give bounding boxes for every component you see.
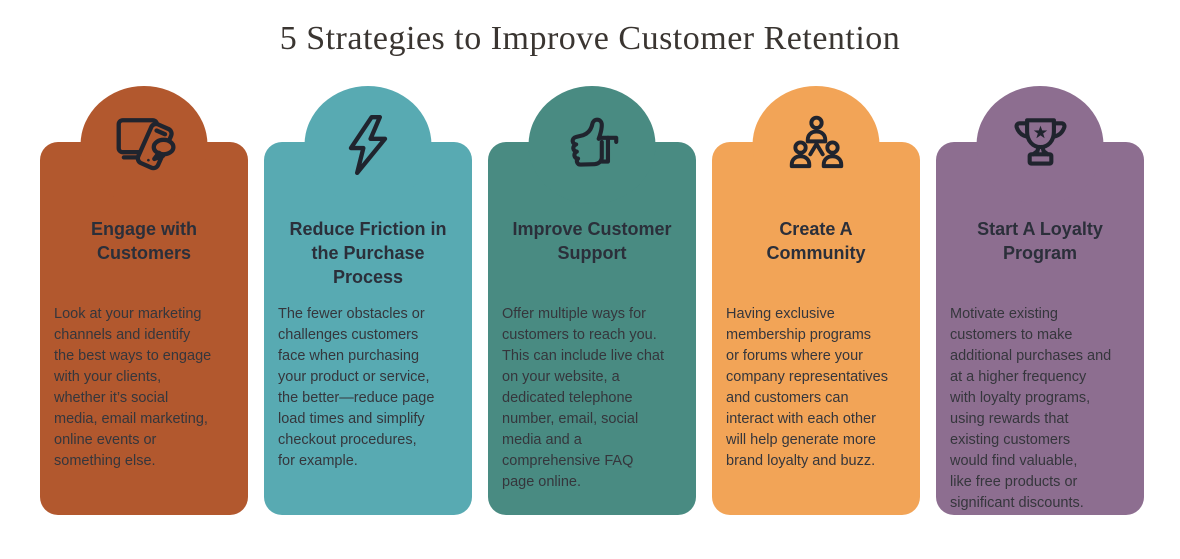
- icon-circle: [752, 86, 880, 204]
- card-heading: Improve Customer Support: [512, 219, 672, 263]
- card-create-community: Create A Community Having exclusive memb…: [712, 86, 920, 515]
- icon-circle: [304, 86, 432, 204]
- card-heading: Create A Community: [766, 219, 866, 263]
- icon-circle: [528, 86, 656, 204]
- community-icon: [789, 115, 843, 169]
- card-heading: Start A Loyalty Program: [977, 219, 1103, 263]
- thumbs-up-icon: [570, 117, 618, 167]
- strategy-cards-row: Engage with Customers Look at your marke…: [40, 86, 1144, 515]
- card-heading: Engage with Customers: [90, 219, 197, 263]
- infographic-title: 5 Strategies to Improve Customer Retenti…: [279, 20, 901, 57]
- card-body: Look at your marketing channels and iden…: [54, 306, 212, 469]
- card-body: Offer multiple ways for customers to rea…: [502, 306, 664, 490]
- card-engage-with-customers: Engage with Customers Look at your marke…: [40, 86, 248, 515]
- card-body: Motivate existing customers to make addi…: [950, 306, 1112, 511]
- card-improve-support: Improve Customer Support Offer multiple …: [488, 86, 696, 515]
- icon-circle: [976, 86, 1104, 204]
- lightning-bolt-icon: [348, 114, 387, 176]
- card-body: The fewer obstacles or challenges custom…: [278, 306, 435, 469]
- card-loyalty-program: Start A Loyalty Program Motivate existin…: [936, 86, 1144, 515]
- devices-chat-icon: [116, 118, 176, 171]
- card-heading: Reduce Friction in the Purchase Process: [289, 219, 447, 287]
- card-body: Having exclusive membership programs or …: [726, 306, 888, 469]
- trophy-icon: [1014, 118, 1066, 166]
- icon-circle: [80, 86, 208, 204]
- card-reduce-friction: Reduce Friction in the Purchase Process …: [264, 86, 472, 515]
